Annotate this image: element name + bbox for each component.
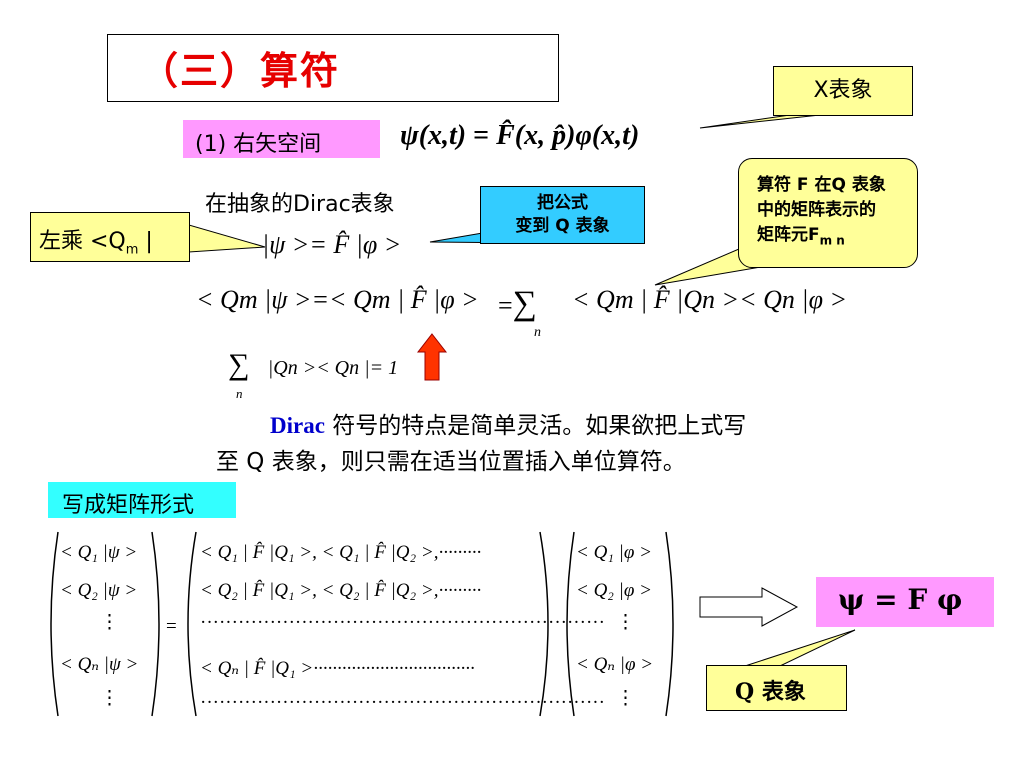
left-vector-close-paren [151, 531, 160, 717]
sum-subscript-2: n [236, 386, 243, 401]
phi-symbol: φ [575, 120, 592, 151]
phi-args: (x,t) [591, 120, 640, 151]
left-vec-vdots2: ⋮ [100, 688, 119, 709]
completeness-relation: ∑ n |Qn >< Qn |= 1 [228, 348, 399, 401]
callout-left-pointer [188, 224, 266, 253]
matrix-equation: < Q₁ |ψ > < Q₂ |ψ > ⋮ < Qₙ |ψ > ⋮ = < Q₁… [50, 531, 674, 717]
projection-equals: = [498, 291, 513, 320]
left-vector-open-paren [50, 531, 59, 717]
dirac-representation-text: 在抽象的Dirac表象 [205, 192, 395, 217]
note-line2: 至 Q 表象，则只需在适当位置插入单位算符。 [216, 449, 686, 475]
callout-f-line3-text: 矩阵元F [757, 225, 820, 245]
psi-equals-f-phi: ψ = F φ [816, 577, 994, 627]
psi-symbol: ψ [400, 120, 419, 151]
red-up-arrow [416, 333, 448, 381]
note-line1: Dirac 符号的特点是简单灵活。如果欲把上式写 [270, 406, 746, 440]
callout-f-sub: m n [819, 233, 845, 248]
right-vec-row1: < Q₁ |φ > [576, 542, 652, 563]
main-equation: ψ(x,t) = F̂(x, p̂)φ(x,t) [400, 118, 639, 152]
matrix-row1: < Q₁ | F̂ |Q₁ >, < Q₁ | F̂ |Q₂ >,·······… [200, 542, 481, 563]
projection-right: < Qm | F̂ |Qn >< Qn |φ > [572, 285, 847, 314]
callout-cyan-line2: 变到 Q 表象 [515, 216, 610, 236]
right-vec-vdots: ⋮ [616, 612, 635, 633]
callout-q-pointer [744, 629, 856, 667]
dirac-word: Dirac [270, 413, 325, 438]
title-box [107, 34, 559, 102]
right-vector-open-paren [566, 531, 575, 717]
right-vec-vdots2: ⋮ [616, 688, 635, 709]
matrix-rown: < Qₙ | F̂ |Q₁ >·························… [200, 658, 475, 679]
callout-left-suffix: | [138, 229, 153, 254]
matrix-close-paren [539, 531, 549, 717]
matrix-open-paren [187, 531, 197, 717]
matrix-equals: = [166, 616, 177, 637]
callout-to-q: 把公式 变到 Q 表象 [480, 186, 645, 244]
right-vector-close-paren [665, 531, 674, 717]
sum-sign-2: ∑ [228, 348, 250, 381]
callout-f-line2: 中的矩阵表示的 [757, 200, 876, 220]
right-vec-rown: < Qₙ |φ > [576, 654, 653, 675]
sum-subscript: n [534, 325, 541, 340]
f-hat: F̂ [496, 120, 515, 151]
right-vec-row2: < Q₂ |φ > [576, 580, 652, 601]
ket-equation: |ψ >= F̂ |φ > [262, 230, 402, 259]
callout-f-line1: 算符 F 在Q 表象 [757, 175, 886, 195]
callout-x-pointer [699, 114, 821, 129]
callout-left-sub: m [125, 242, 139, 258]
callout-matrix-element: 算符 F 在Q 表象 中的矩阵表示的 矩阵元Fm n [738, 158, 918, 268]
left-vec-vdots: ⋮ [100, 612, 119, 633]
slide-title: （三）算符 [140, 49, 341, 93]
matrix-row2: < Q₂ | F̂ |Q₁ >, < Q₂ | F̂ |Q₂ >,·······… [200, 580, 481, 601]
psi-args: (x,t) [418, 120, 467, 151]
callout-cyan-line1: 把公式 [537, 193, 588, 213]
right-space-label: (1) 右矢空间 [183, 120, 380, 158]
projection-left: < Qm |ψ >=< Qm | F̂ |φ > [196, 285, 479, 314]
sum-sign: ∑ [512, 285, 537, 322]
callout-f-line3: 矩阵元Fm n [757, 223, 917, 253]
callout-left-multiply: 左乘 <Qm | [30, 212, 190, 262]
matrix-row-dots2: ········································… [200, 692, 605, 713]
callout-q-representation: Q 表象 [706, 665, 847, 711]
callout-x-representation: X表象 [773, 66, 913, 116]
completeness-text: |Qn >< Qn |= 1 [267, 357, 399, 379]
projection-sum: =∑ n [498, 285, 541, 340]
callout-left-prefix: 左乘 <Q [39, 229, 126, 254]
matrix-row-dots: ········································… [200, 612, 605, 633]
note-line1-rest: 符号的特点是简单灵活。如果欲把上式写 [324, 413, 747, 439]
matrix-form-label: 写成矩阵形式 [48, 482, 236, 518]
left-vec-row1: < Q₁ |ψ > [60, 542, 137, 563]
white-right-arrow [699, 587, 799, 627]
equals-sign: = [466, 120, 497, 151]
left-vec-rown: < Qₙ |ψ > [60, 654, 138, 675]
left-vec-row2: < Q₂ |ψ > [60, 580, 137, 601]
f-args: (x, p̂) [514, 120, 576, 151]
